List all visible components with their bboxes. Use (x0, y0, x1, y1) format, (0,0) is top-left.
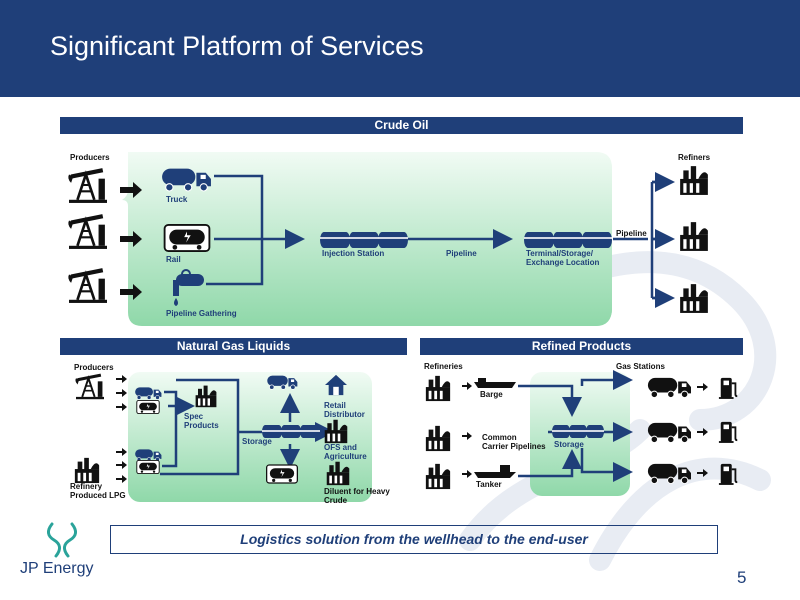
barge-icon (474, 378, 516, 388)
railcar-icon (136, 400, 160, 414)
company-logo-text: JP Energy (20, 560, 94, 577)
storage-tank-icon (524, 232, 554, 248)
storage-tank-icon (349, 232, 379, 248)
refinery-lpg-label-2: Produced LPG (70, 491, 126, 500)
spec-products-label-1: Spec (184, 412, 204, 421)
truck-icon (647, 463, 692, 484)
pipeline-gathering-label: Pipeline Gathering (166, 309, 237, 318)
truck-icon (647, 377, 692, 398)
injection-station-label: Injection Station (322, 249, 385, 258)
fuel-pump-icon (718, 420, 739, 444)
terminal-label-1: Terminal/Storage/ (526, 249, 593, 258)
refinery-icon (74, 457, 100, 484)
ngl-storage-label: Storage (242, 437, 272, 446)
slide-title: Significant Platform of Services (50, 31, 424, 61)
refinery-icon (680, 222, 708, 251)
pumpjack-icon (68, 216, 107, 249)
storage-tank-icon (281, 425, 301, 438)
common-carrier-label-2: Carrier Pipelines (482, 442, 546, 451)
storage-tank-icon (320, 232, 350, 248)
diluent-label-2: Crude (324, 496, 348, 505)
diluent-label-1: Diluent for Heavy (324, 487, 390, 496)
truck-label: Truck (166, 195, 188, 204)
storage-tank-icon (586, 425, 604, 438)
page-number: 5 (737, 568, 747, 587)
refinery-lpg-label-1: Refinery (70, 482, 103, 491)
refinery-icon (425, 375, 451, 402)
railcar-icon (266, 464, 298, 484)
rail-label: Rail (166, 255, 181, 264)
refined-header: Refined Products (420, 338, 743, 355)
ngl-producers-label: Producers (74, 363, 114, 372)
refiners-label: Refiners (678, 153, 711, 162)
railcar-icon (163, 224, 211, 252)
crude-oil-header: Crude Oil (60, 117, 743, 134)
gas-stations-label: Gas Stations (616, 362, 665, 371)
pipeline-icon (173, 269, 204, 306)
storage-tank-icon (552, 425, 570, 438)
refinery-icon (680, 166, 708, 195)
refined-storage-label: Storage (554, 440, 584, 449)
pumpjack-icon (68, 270, 107, 303)
pumpjack-icon (74, 373, 106, 400)
retail-label-2: Distributor (324, 410, 365, 419)
refinery-icon (680, 284, 708, 313)
tanker-label: Tanker (476, 480, 502, 489)
tagline: Logistics solution from the wellhead to … (110, 525, 718, 554)
fuel-pump-icon (718, 462, 739, 486)
ngl-header: Natural Gas Liquids (60, 338, 407, 355)
truck-icon (647, 422, 692, 443)
pipeline-out-label: Pipeline (616, 229, 647, 238)
refinery-icon (425, 425, 451, 452)
terminal-label-2: Exchange Location (526, 258, 600, 267)
jp-energy-logo-icon (47, 522, 77, 558)
ofs-label-2: Agriculture (324, 452, 367, 461)
storage-tank-icon (300, 425, 320, 438)
storage-tank-icon (582, 232, 612, 248)
fuel-pump-icon (718, 376, 739, 400)
storage-tank-icon (262, 425, 282, 438)
common-carrier-label-1: Common (482, 433, 517, 442)
storage-tank-icon (553, 232, 583, 248)
storage-tank-icon (378, 232, 408, 248)
storage-tank-icon (569, 425, 587, 438)
ofs-label-1: OFS and (324, 443, 357, 452)
producers-label: Producers (70, 153, 110, 162)
header-band (0, 0, 800, 97)
pipeline-mid-label: Pipeline (446, 249, 477, 258)
spec-products-label-2: Products (184, 421, 219, 430)
tanker-ship-icon (474, 465, 516, 478)
railcar-icon (136, 460, 160, 474)
retail-label-1: Retail (324, 401, 346, 410)
pumpjack-icon (68, 170, 107, 203)
refineries-label: Refineries (424, 362, 463, 371)
refinery-icon (425, 463, 451, 490)
barge-label: Barge (480, 390, 503, 399)
